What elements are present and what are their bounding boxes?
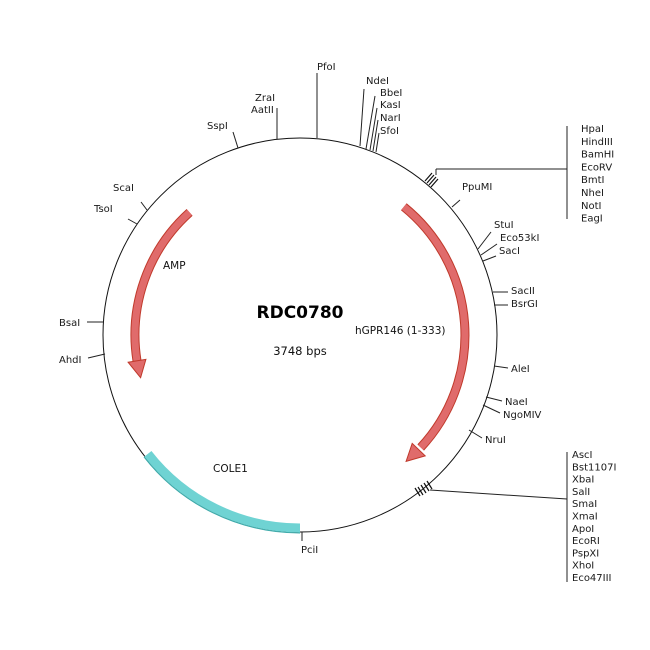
- mcs-site-xhoi: XhoI: [572, 561, 594, 572]
- scai-label: ScaI: [113, 183, 134, 194]
- stui-label: StuI: [494, 220, 514, 231]
- amp-label: AMP: [163, 260, 186, 272]
- nrui-leader: [468, 429, 483, 439]
- pcii-label: PciI: [301, 545, 318, 556]
- mcs-site-bst1107i: Bst1107I: [572, 462, 616, 473]
- plasmid-name: RDC0780: [257, 303, 344, 323]
- sspi-leader: [232, 131, 239, 149]
- mcs-site-smai: SmaI: [572, 499, 597, 510]
- insert-arrow-head: [405, 442, 427, 463]
- kasi-leader: [369, 107, 378, 151]
- amp-arrow[interactable]: [127, 209, 193, 379]
- ahdi-leader: [87, 353, 106, 359]
- saci-leader: [482, 255, 497, 262]
- insert-arrow-shaft: [401, 204, 469, 450]
- ppumi-leader: [451, 199, 461, 208]
- aatii-label: AatII: [251, 105, 274, 116]
- cole1-feature-outline: [143, 456, 301, 534]
- eco53ki-label: Eco53kI: [500, 233, 539, 244]
- ppumi-label: PpuMI: [462, 182, 492, 193]
- eco53ki-leader: [480, 243, 498, 256]
- bbei-label: BbeI: [380, 88, 402, 99]
- mcs-bottom-ticks: [414, 480, 568, 500]
- backbone-circle: [102, 137, 498, 533]
- saci-label: SacI: [499, 246, 520, 257]
- naei-label: NaeI: [505, 397, 528, 408]
- ahdi-label: AhdI: [59, 355, 81, 366]
- nrui-label: NruI: [485, 435, 506, 446]
- mcs-site-hindiii: HindIII: [581, 137, 613, 148]
- insert-arrow[interactable]: [400, 203, 470, 463]
- mcs-site-xbai: XbaI: [572, 475, 594, 486]
- bsai-label: BsaI: [59, 318, 80, 329]
- mcs-site-eco47iii: Eco47III: [572, 573, 612, 584]
- zrai-label: ZraI: [255, 93, 275, 104]
- sfoi-label: SfoI: [380, 126, 399, 137]
- cole1-feature[interactable]: [144, 451, 301, 533]
- tsoi-leader: [127, 218, 138, 225]
- bsrgi-label: BsrGI: [511, 299, 538, 310]
- cole1-label: COLE1: [213, 463, 248, 475]
- mcs-bottom-connector: [429, 489, 568, 500]
- mcs-site-pspxi: PspXI: [572, 548, 599, 559]
- scai-leader: [140, 201, 148, 211]
- mcs-site-sali: SalI: [572, 487, 590, 498]
- amp-arrow-head: [127, 358, 147, 379]
- ndei-leader: [359, 88, 365, 147]
- kasi-label: KasI: [380, 100, 401, 111]
- ndei-label: NdeI: [366, 76, 389, 87]
- mcs-site-bamhi: BamHI: [581, 150, 614, 161]
- mcs-site-apoi: ApoI: [572, 524, 594, 535]
- mcs-site-ecorv: EcoRV: [581, 162, 612, 173]
- sacii-label: SacII: [511, 286, 535, 297]
- bbei-leader: [365, 95, 376, 150]
- mcs-site-noti: NotI: [581, 201, 601, 212]
- alei-leader: [493, 365, 509, 369]
- plasmid-size: 3748 bps: [273, 344, 327, 358]
- ngomiv-label: NgoMIV: [503, 410, 542, 421]
- mcs-top-ticks: [424, 168, 567, 188]
- amp-arrow-shaft: [131, 209, 192, 362]
- alei-label: AleI: [511, 364, 530, 375]
- mcs-site-eagi: EagI: [581, 214, 603, 225]
- sspi-label: SspI: [207, 121, 228, 132]
- mcs-site-bmti: BmtI: [581, 175, 604, 186]
- stui-leader: [477, 231, 492, 250]
- nari-label: NarI: [380, 113, 401, 124]
- tsoi-label: TsoI: [93, 204, 113, 215]
- sfoi-leader: [375, 132, 380, 153]
- nari-leader: [372, 119, 379, 152]
- mcs-site-hpai: HpaI: [581, 124, 604, 135]
- pfoi-label: PfoI: [317, 62, 336, 73]
- mcs-site-nhei: NheI: [581, 188, 604, 199]
- ngomiv-leader: [482, 404, 501, 414]
- mcs-site-ecori: EcoRI: [572, 536, 600, 547]
- mcs-site-xmai: XmaI: [572, 512, 598, 523]
- insert-label: hGPR146 (1-333): [355, 325, 446, 337]
- site-leaders: [87, 73, 509, 541]
- mcs-site-asci: AscI: [572, 450, 593, 461]
- naei-leader: [485, 396, 503, 402]
